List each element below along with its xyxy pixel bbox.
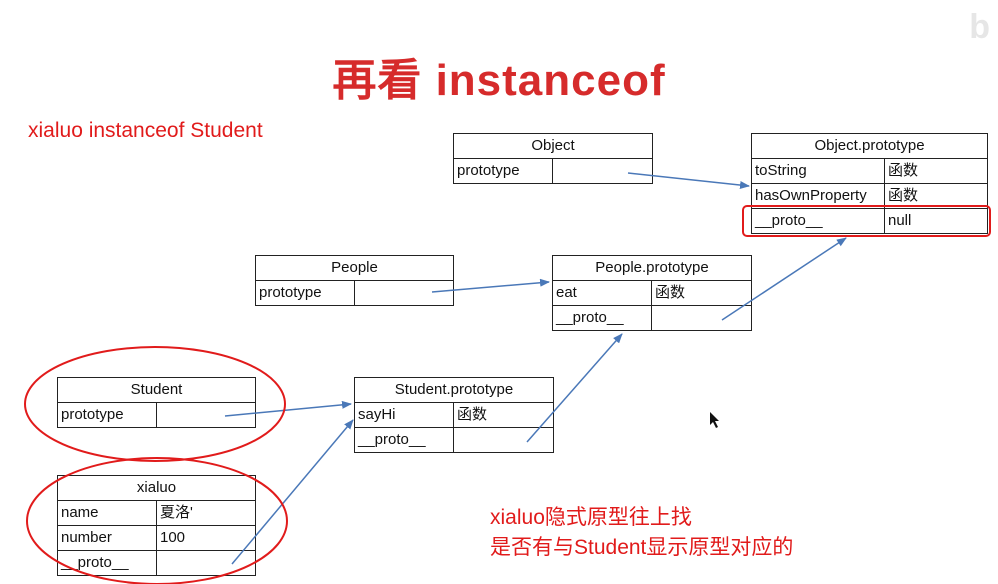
hasownproperty-value: 函数 xyxy=(888,187,919,204)
annotation-lookup-line1: xialuo隐式原型往上找 xyxy=(490,506,692,529)
student-row-prototype: prototype xyxy=(58,403,255,427)
student-prototype-proto-key: __proto__ xyxy=(355,428,454,452)
object-prototype-box: Object.prototype toString 函数 hasOwnPrope… xyxy=(751,133,988,234)
student-box-title: Student xyxy=(58,378,255,403)
mouse-cursor-icon xyxy=(710,412,719,428)
arrow-people-prototype-proto-to-object-prototype xyxy=(721,237,847,321)
student-prototype-row-sayhi: sayHi 函数 xyxy=(355,403,553,428)
arrow-people-to-people-prototype xyxy=(431,278,550,293)
xialuo-row-proto: __proto__ xyxy=(58,551,255,575)
people-prototype-key: prototype xyxy=(256,281,355,305)
xialuo-row-name: name 夏洛' xyxy=(58,501,255,526)
people-prototype-row-proto: __proto__ xyxy=(553,306,751,330)
xialuo-row-number: number 100 xyxy=(58,526,255,551)
arrow-student-prototype-proto-to-people-prototype xyxy=(526,333,623,443)
student-prototype-box: Student.prototype sayHi 函数 __proto__ xyxy=(354,377,554,453)
eat-key: eat xyxy=(553,281,652,305)
arrow-xialuo-proto-to-student-prototype xyxy=(231,419,354,565)
object-prototype-key: prototype xyxy=(454,159,553,183)
xialuo-name-key: name xyxy=(58,501,157,525)
student-box: Student prototype xyxy=(57,377,256,428)
object-prototype-proto-value: null xyxy=(888,212,912,229)
watermark-logo: b xyxy=(969,8,990,46)
object-box: Object prototype xyxy=(453,133,653,184)
arrow-object-to-object-prototype xyxy=(627,172,750,190)
people-prototype-box-title: People.prototype xyxy=(553,256,751,281)
object-prototype-proto-key: __proto__ xyxy=(752,209,885,233)
slide-title: 再看 instanceof xyxy=(332,56,666,105)
student-prototype-row-proto: __proto__ xyxy=(355,428,553,452)
circle-student-box xyxy=(24,346,286,462)
people-prototype-box: People.prototype eat 函数 __proto__ xyxy=(552,255,752,331)
arrow-student-to-student-prototype xyxy=(224,400,352,417)
object-row-prototype: prototype xyxy=(454,159,652,183)
annotation-instanceof-expression: xialuo instanceof Student xyxy=(28,119,263,142)
object-box-title: Object xyxy=(454,134,652,159)
people-prototype-row-eat: eat 函数 xyxy=(553,281,751,306)
people-prototype-proto-key: __proto__ xyxy=(553,306,652,330)
object-prototype-box-title: Object.prototype xyxy=(752,134,987,159)
highlight-object-prototype-proto-null xyxy=(742,205,991,237)
object-prototype-row-tostring: toString 函数 xyxy=(752,159,987,184)
people-box: People prototype xyxy=(255,255,454,306)
tostring-value: 函数 xyxy=(888,162,919,179)
student-prototype-box-title: Student.prototype xyxy=(355,378,553,403)
sayhi-value: 函数 xyxy=(457,406,488,423)
xialuo-box-title: xialuo xyxy=(58,476,255,501)
people-box-title: People xyxy=(256,256,453,281)
annotation-lookup-line2: 是否有与Student显示原型对应的 xyxy=(490,536,794,559)
xialuo-number-key: number xyxy=(58,526,157,550)
xialuo-proto-key: __proto__ xyxy=(58,551,157,575)
tostring-key: toString xyxy=(752,159,885,183)
circle-xialuo-box xyxy=(26,457,288,584)
student-prototype-key: prototype xyxy=(58,403,157,427)
object-prototype-row-proto: __proto__ null xyxy=(752,209,987,233)
people-row-prototype: prototype xyxy=(256,281,453,305)
object-prototype-row-hasownproperty: hasOwnProperty 函数 xyxy=(752,184,987,209)
xialuo-number-value: 100 xyxy=(160,529,186,546)
eat-value: 函数 xyxy=(655,284,686,301)
hasownproperty-key: hasOwnProperty xyxy=(752,184,885,208)
xialuo-box: xialuo name 夏洛' number 100 __proto__ xyxy=(57,475,256,576)
xialuo-name-value: 夏洛' xyxy=(160,504,193,521)
sayhi-key: sayHi xyxy=(355,403,454,427)
